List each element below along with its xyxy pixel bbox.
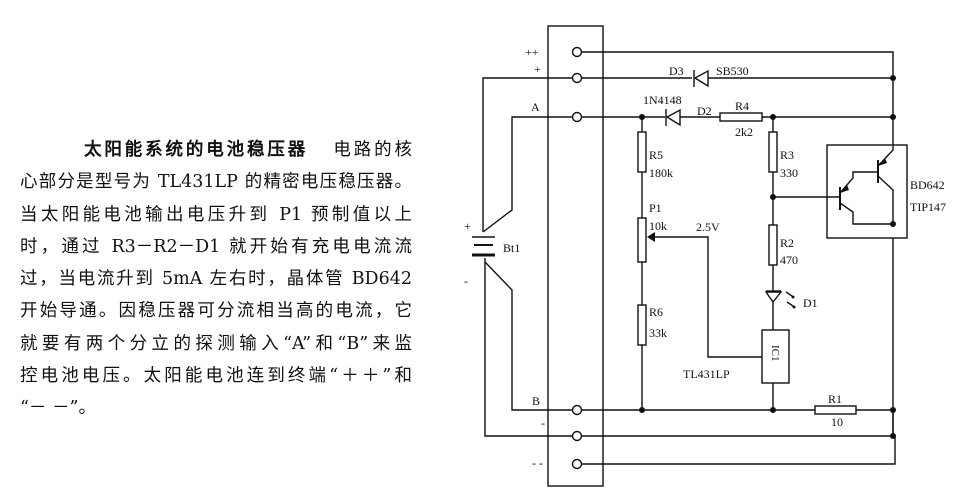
diode-d2 <box>665 108 681 127</box>
label-2-5v: 2.5V <box>696 220 720 234</box>
label-r1: R1 <box>828 392 842 406</box>
ic-tl431 <box>761 329 790 384</box>
label-b: B <box>532 394 540 408</box>
desc-line: 开始导通。因稳压器可分流相当高的电流，它 <box>20 301 412 322</box>
terminal-mm <box>571 458 583 470</box>
resistor-r6 <box>637 304 647 346</box>
label-pp: ++ <box>525 45 539 59</box>
terminal-block <box>547 25 604 487</box>
label-r5: R5 <box>649 148 663 162</box>
resistor-r1 <box>814 405 857 415</box>
value-r6: 33k <box>649 326 667 340</box>
terminals <box>571 46 583 470</box>
desc-line: 当太阳能电池输出电压升到 P1 预制值以上 <box>20 204 412 225</box>
label-p1: P1 <box>649 201 662 215</box>
label-d2: D2 <box>697 104 712 118</box>
desc-line: 心部分是型号为 TL431LP 的精密电压稳压器。 <box>20 172 412 193</box>
desc-line: 就要有两个分立的探测输入“A”和“B”来监 <box>20 333 412 354</box>
terminal-b <box>571 404 583 416</box>
value-r3: 330 <box>780 166 798 180</box>
label-mm: - - <box>532 456 543 470</box>
value-r4: 2k2 <box>735 125 753 139</box>
desc-title: 太阳能系统的电池稳压器 <box>84 140 309 160</box>
label-tip147: TIP147 <box>910 200 946 214</box>
value-r1: 10 <box>831 415 843 429</box>
resistor-r4 <box>719 112 763 122</box>
label-r4: R4 <box>735 99 749 113</box>
label-r2: R2 <box>780 236 794 250</box>
value-r2: 470 <box>780 253 798 267</box>
diode-d3 <box>693 69 709 88</box>
desc-line: “－ －”。 <box>20 398 96 419</box>
label-d1: D1 <box>803 296 818 310</box>
label-bt-plus: + <box>464 219 471 233</box>
label-bt1: Bt1 <box>503 241 520 255</box>
label-tl431lp: TL431LP <box>683 367 730 381</box>
terminal-a <box>571 111 583 123</box>
resistor-r2 <box>768 224 778 266</box>
description-text: 太阳能系统的电池稳压器 电路的核 心部分是型号为 TL431LP 的精密电压稳压… <box>20 134 412 425</box>
label-r3: R3 <box>780 148 794 162</box>
transistor-darlington <box>826 144 908 239</box>
terminal-pp <box>571 46 583 58</box>
label-sb530: SB530 <box>716 64 749 78</box>
desc-line-text: 电路的核 <box>333 140 413 160</box>
desc-line: 太阳能系统的电池稳压器 电路的核 <box>20 134 412 166</box>
led-d1 <box>764 290 796 309</box>
label-m: - <box>541 416 545 430</box>
potentiometer-p1 <box>637 217 647 263</box>
battery-bt1 <box>472 236 495 257</box>
value-p1: 10k <box>649 219 667 233</box>
desc-line: 控电池电压。太阳能电池连到终端“＋＋”和 <box>20 366 412 387</box>
label-a: A <box>531 100 540 114</box>
wiper-arrow-icon <box>647 232 655 242</box>
label-bd642: BD642 <box>910 178 945 192</box>
ic-marking: IC1 <box>769 345 781 362</box>
resistor-r3 <box>768 131 778 173</box>
label-p: + <box>534 62 541 76</box>
junction-dots <box>639 75 896 439</box>
terminal-p <box>571 72 583 84</box>
resistor-r5 <box>637 131 647 173</box>
desc-line: 时，通过 R3－R2－D1 就开始有充电电流流 <box>20 236 412 257</box>
label-r6: R6 <box>649 305 663 319</box>
label-bt-minus: - <box>464 274 468 288</box>
value-r5: 180k <box>649 166 673 180</box>
label-1n4148: 1N4148 <box>643 93 682 107</box>
terminal-m <box>571 430 583 442</box>
desc-line: 过，当电流升到 5mA 左右时，晶体管 BD642 <box>20 269 412 290</box>
label-d3: D3 <box>669 64 684 78</box>
